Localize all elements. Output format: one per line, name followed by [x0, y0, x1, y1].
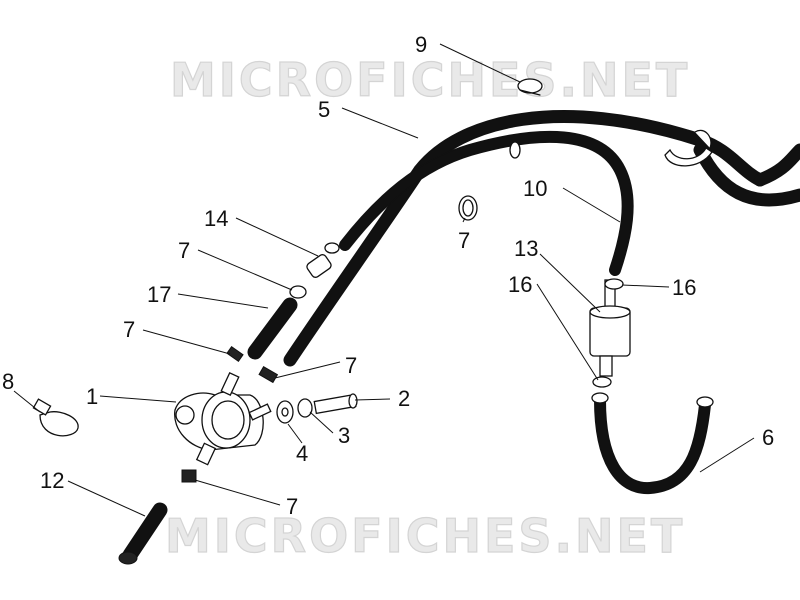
clamp-right: [664, 129, 713, 167]
washer-4: [276, 400, 294, 424]
fuel-filter-13: [589, 279, 631, 377]
leader-lines: [13, 43, 755, 517]
clamp-7-left: [226, 346, 244, 362]
callout-4: 4: [296, 441, 308, 466]
callout-3: 3: [338, 423, 350, 448]
clamp-8: [32, 398, 79, 437]
clamp-7-upper: [289, 285, 307, 299]
callout-5: 5: [318, 97, 330, 122]
callout-7-left: 7: [123, 317, 135, 342]
callout-7-mid: 7: [345, 353, 357, 378]
callout-7-standalone: 7: [458, 228, 470, 253]
hose-17: [247, 297, 298, 360]
callout-2: 2: [398, 386, 410, 411]
bolt-2: [313, 393, 358, 415]
clamp-7-bottom: [181, 469, 197, 483]
valve-14: [306, 242, 340, 278]
callout-7-upper: 7: [178, 238, 190, 263]
watermark-top: MICROFICHES.NET: [170, 53, 690, 107]
callout-9: 9: [415, 32, 427, 57]
washer-3: [297, 398, 313, 418]
watermark-bottom: MICROFICHES.NET: [165, 509, 685, 563]
clamp-9: [517, 78, 543, 96]
hose-joint: [509, 141, 521, 159]
callout-1: 1: [86, 384, 98, 409]
callout-14: 14: [204, 206, 228, 231]
callout-8: 8: [2, 369, 14, 394]
callout-17: 17: [147, 282, 171, 307]
callout-13: 13: [514, 236, 538, 261]
callout-10: 10: [523, 176, 547, 201]
clamp-16-bottom: [592, 376, 612, 388]
callout-7-bottom: 7: [286, 494, 298, 519]
callout-16-right: 16: [672, 275, 696, 300]
callout-6: 6: [762, 425, 774, 450]
hose-10: [339, 130, 634, 276]
hose-12: [118, 502, 168, 565]
hose-5: [283, 110, 800, 367]
clamp-7-standalone: [458, 195, 478, 221]
callout-12: 12: [40, 468, 64, 493]
clamp-16-top: [604, 278, 624, 290]
hose-6: [591, 392, 714, 495]
fuel-valve-1: [174, 371, 272, 466]
callout-16-left: 16: [508, 272, 532, 297]
clamp-7-mid: [258, 365, 279, 384]
